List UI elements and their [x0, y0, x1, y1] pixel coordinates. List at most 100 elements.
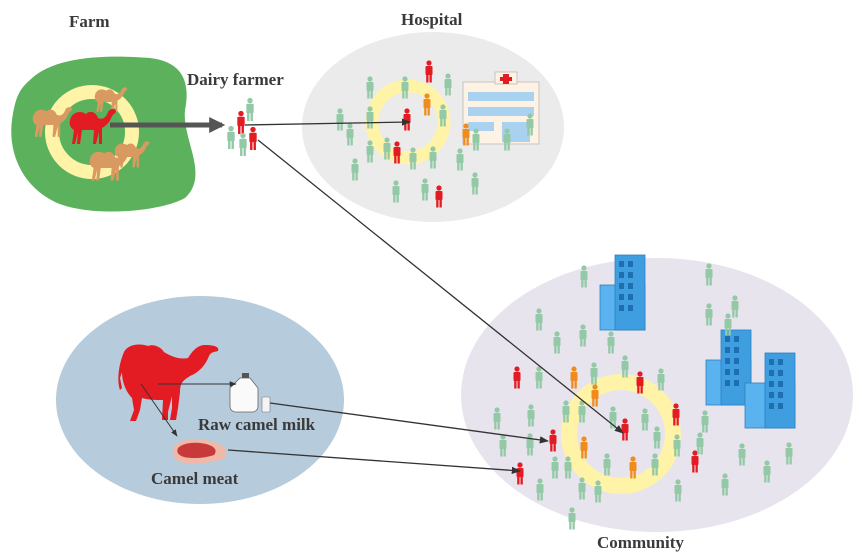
person-icon — [738, 443, 746, 466]
community-buildings — [599, 254, 796, 429]
person-icon — [603, 453, 611, 476]
farm-region — [11, 56, 196, 212]
person-icon — [594, 480, 602, 503]
person-icon — [336, 108, 344, 131]
building-icon — [599, 254, 646, 331]
flow-arrow-camel-to-meat — [140, 383, 178, 437]
farm-label: Farm — [69, 12, 110, 31]
meat-icon — [172, 439, 227, 464]
person-icon — [578, 477, 586, 500]
milk-jug-icon — [229, 373, 271, 413]
person-icon — [590, 362, 598, 385]
person-icon — [673, 434, 681, 457]
person-icon — [641, 408, 649, 431]
flow-arrow-farmer-to-hospital — [244, 118, 411, 126]
raw-camel-milk-label: Raw camel milk — [198, 415, 316, 434]
person-icon — [493, 407, 501, 430]
person-icon — [526, 433, 534, 456]
person-icon — [629, 456, 637, 479]
building-icon — [744, 352, 796, 429]
flow-arrow-milk-to-community — [269, 402, 549, 444]
person-icon — [570, 366, 578, 389]
person-icon — [444, 73, 452, 96]
person-icon — [366, 76, 374, 99]
person-icon — [607, 331, 615, 354]
person-icon — [423, 93, 431, 116]
person-icon — [392, 180, 400, 203]
person-icon — [527, 404, 535, 427]
person-icon — [731, 295, 739, 318]
person-icon — [351, 158, 359, 181]
person-icon — [568, 507, 576, 530]
person-icon — [425, 60, 433, 83]
hospital-label: Hospital — [401, 10, 463, 29]
person-icon — [696, 432, 704, 455]
people — [227, 60, 793, 530]
hospital-building-icon — [462, 71, 540, 145]
person-icon — [672, 403, 680, 426]
person-icon — [721, 473, 729, 496]
person-icon — [564, 456, 572, 479]
person-icon — [393, 141, 401, 164]
camel-icon — [89, 149, 132, 181]
person-icon — [366, 106, 374, 129]
person-icon — [580, 265, 588, 288]
person-icon — [237, 110, 245, 135]
person-icon — [651, 453, 659, 476]
flow-arrow-farmer-to-community — [257, 139, 624, 434]
person-icon — [674, 479, 682, 502]
person-icon — [439, 104, 447, 127]
camel-meat-label: Camel meat — [151, 469, 239, 488]
person-icon — [701, 410, 709, 433]
farm-camels — [32, 87, 150, 181]
person-icon — [503, 128, 511, 151]
person-icon — [535, 308, 543, 331]
person-icon — [536, 478, 544, 501]
person-icon — [636, 371, 644, 394]
person-icon — [653, 426, 661, 449]
person-icon — [609, 406, 617, 429]
person-icon — [705, 263, 713, 286]
person-icon — [621, 355, 629, 378]
person-icon — [724, 313, 732, 336]
person-icon — [239, 132, 247, 157]
person-icon — [249, 126, 257, 151]
camel-icon — [32, 107, 73, 137]
person-icon — [471, 172, 479, 195]
person-icon — [409, 147, 417, 170]
dairy-farmer-label: Dairy farmer — [187, 70, 284, 89]
person-icon — [553, 331, 561, 354]
person-icon — [785, 442, 793, 465]
person-icon — [657, 368, 665, 391]
person-icon — [549, 429, 557, 452]
person-icon — [429, 146, 437, 169]
camel-icon — [94, 87, 128, 112]
camel-icon — [69, 109, 116, 144]
person-icon — [513, 366, 521, 389]
community-cycle-icon — [561, 374, 681, 494]
person-icon — [456, 148, 464, 171]
person-icon — [499, 434, 507, 457]
person-icon — [462, 123, 470, 146]
person-icon — [580, 436, 588, 459]
person-icon — [246, 97, 254, 122]
person-icon — [526, 113, 534, 136]
person-icon — [472, 128, 480, 151]
person-icon — [366, 140, 374, 163]
community-label: Community — [597, 533, 684, 552]
person-icon — [535, 366, 543, 389]
person-icon — [591, 384, 599, 407]
person-icon — [705, 303, 713, 326]
person-icon — [562, 400, 570, 423]
person-icon — [691, 450, 699, 473]
person-icon — [383, 137, 391, 160]
person-icon — [346, 123, 354, 146]
flow-arrow-meat-to-community — [227, 449, 521, 475]
farm-cycle-icon — [45, 85, 139, 179]
person-icon — [401, 76, 409, 99]
person-icon — [763, 460, 771, 483]
person-icon — [227, 125, 235, 150]
camel-icon — [118, 344, 219, 421]
person-icon — [421, 178, 429, 201]
